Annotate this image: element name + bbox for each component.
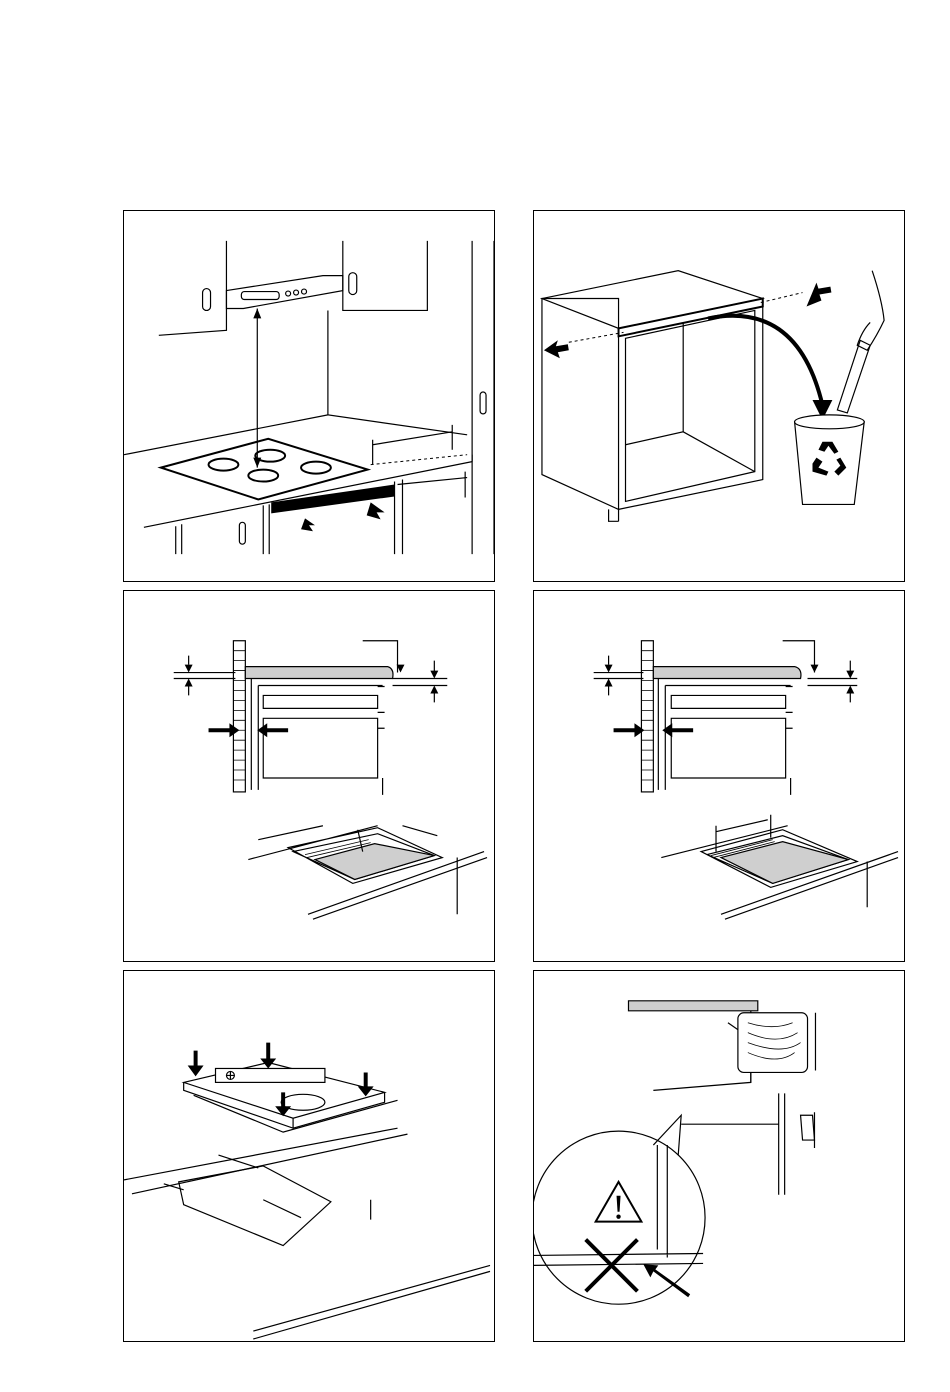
clearance-arrow-right	[662, 723, 693, 737]
tall-cabinet-handle	[480, 392, 486, 414]
cooking-zone	[209, 459, 239, 471]
warning-triangle-icon	[596, 1182, 642, 1222]
remove-arrow-left	[544, 340, 569, 358]
screw-line-right	[761, 293, 803, 303]
base-unit-handle	[239, 522, 245, 544]
wall-cabinet-left	[159, 241, 227, 335]
airflow-arrow	[301, 518, 315, 531]
edge-warning-drawing	[534, 971, 904, 1341]
panel-hob-placement	[123, 970, 495, 1342]
oven-knob	[801, 1115, 815, 1140]
remove-arrow-right	[807, 283, 832, 307]
cabinet-section	[658, 679, 792, 795]
screw-line-left	[569, 332, 624, 342]
height-dimension	[814, 1013, 815, 1148]
indicator-arrow	[643, 1264, 690, 1297]
airflow-arrow	[367, 502, 385, 519]
press-arrow	[188, 1051, 204, 1077]
cabinet-handle	[203, 289, 211, 311]
brick-wall	[641, 641, 653, 792]
press-arrow	[260, 1043, 276, 1069]
worktop-front-edge	[144, 462, 472, 528]
cabinet-handle	[349, 273, 357, 295]
cabinet-opening	[626, 310, 755, 501]
hob-placement-drawing	[124, 971, 494, 1341]
cabinet-foot	[609, 509, 619, 521]
cabinet-back	[619, 299, 763, 510]
recycle-bin	[795, 422, 865, 505]
base-unit-edge	[176, 524, 182, 554]
recycle-icon	[812, 442, 846, 476]
panel-wall-clearance-b	[533, 590, 905, 962]
cutout-outline	[179, 1166, 331, 1246]
hob-under-hood-drawing	[124, 211, 494, 581]
hood-knob	[294, 290, 299, 295]
clearance-arrow-left	[614, 723, 645, 737]
panel-cabinet-crossbar	[533, 210, 905, 582]
worktop-section	[653, 667, 801, 679]
discard-curve	[708, 316, 822, 405]
cabinet-section	[251, 679, 384, 795]
brick-joints	[233, 651, 245, 780]
wall-clearance-a-drawing	[124, 591, 494, 961]
worktop-section	[245, 667, 393, 679]
cross-icon	[586, 1240, 638, 1292]
cabinet-floor	[626, 432, 755, 472]
brick-wall	[233, 641, 245, 792]
cooking-zone	[301, 462, 331, 474]
press-arrow	[358, 1072, 374, 1096]
hob-underside	[194, 1095, 398, 1132]
cabinet-side	[542, 299, 619, 510]
clearance-arrow-right	[257, 723, 288, 737]
recycle-bin-rim	[795, 415, 865, 429]
panel-hob-under-hood	[123, 210, 495, 582]
panel-wall-clearance-a	[123, 590, 495, 962]
hood-knob	[302, 289, 307, 294]
back-wall	[328, 310, 467, 434]
oven-front-edge	[263, 504, 269, 554]
side-clearance-line	[371, 455, 467, 465]
hand	[857, 271, 884, 351]
cooking-zone	[248, 470, 278, 482]
depth-dimension	[398, 472, 468, 498]
worktop-top-layer	[628, 1001, 757, 1011]
cabinet-crossbar-drawing	[534, 211, 904, 581]
hob-profile	[633, 1006, 750, 1091]
wall-clearance-b-drawing	[534, 591, 904, 961]
brick-joints	[641, 651, 653, 780]
hood-light	[241, 292, 279, 300]
panel-edge-warning	[533, 970, 905, 1342]
hood-knob	[286, 291, 291, 296]
cabinet-top-frame	[542, 271, 763, 329]
oven-side-edge	[395, 480, 403, 555]
worktop-edges	[124, 1128, 490, 1339]
clearance-arrow-left	[209, 723, 240, 737]
removed-crossbar	[837, 340, 870, 413]
